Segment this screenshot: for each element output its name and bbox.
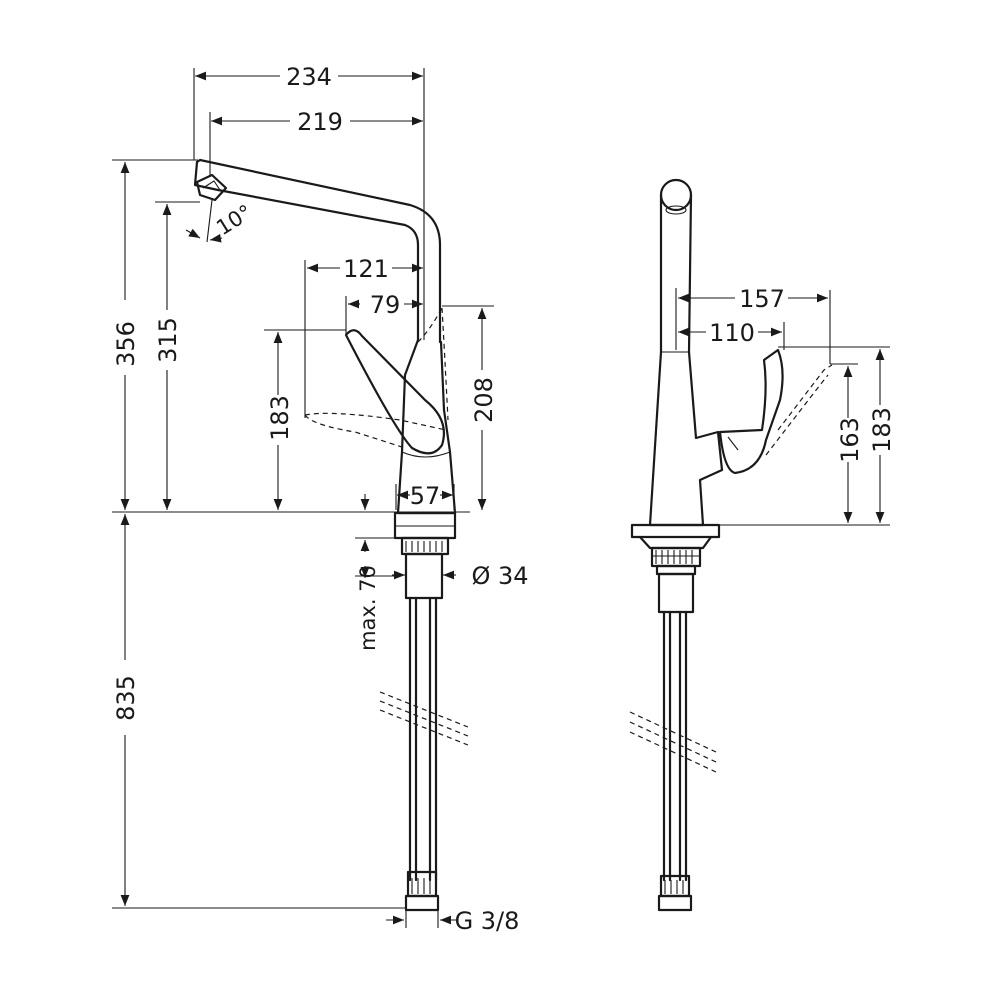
dim-57-label: 57 bbox=[410, 482, 441, 510]
side-view-faucet bbox=[193, 158, 469, 912]
dim-183-front-label: 183 bbox=[868, 407, 896, 453]
dim-356-label: 356 bbox=[112, 321, 140, 367]
dim-183-label: 183 bbox=[266, 395, 294, 441]
dim-835-label: 835 bbox=[112, 675, 140, 721]
dim-79-label: 79 bbox=[370, 291, 401, 319]
dim-110-label: 110 bbox=[709, 319, 755, 347]
dim-219-label: 219 bbox=[297, 108, 343, 136]
dim-max70-label: max. 70 bbox=[356, 565, 380, 651]
dim-208-label: 208 bbox=[470, 377, 498, 423]
side-view-dimensions: 234 219 356 315 10° 121 79 bbox=[112, 63, 529, 935]
dim-g38-label: G 3/8 bbox=[455, 907, 520, 935]
front-view-faucet bbox=[629, 178, 833, 912]
angle-10-label: 10° bbox=[212, 200, 256, 240]
front-view-dimensions: 157 110 183 163 bbox=[675, 285, 896, 526]
dim-157-label: 157 bbox=[739, 285, 785, 313]
dim-121-label: 121 bbox=[343, 255, 389, 283]
dim-315-label: 315 bbox=[154, 317, 182, 363]
dim-234-label: 234 bbox=[286, 63, 332, 91]
dim-163-label: 163 bbox=[836, 417, 864, 463]
dim-diameter34-label: Ø 34 bbox=[471, 562, 528, 590]
